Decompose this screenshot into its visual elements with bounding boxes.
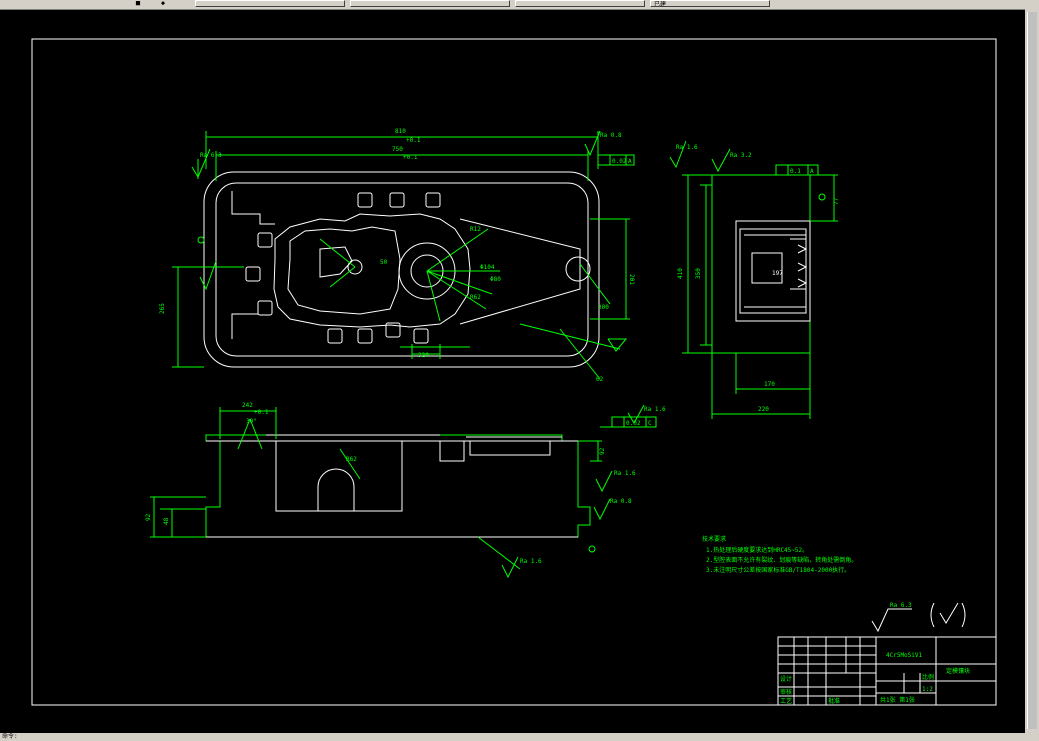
dim-300: 300 bbox=[598, 304, 609, 311]
dim-left-height: 265 bbox=[159, 303, 166, 314]
gdt-perp-small: 0.1 bbox=[790, 168, 801, 175]
taskbar-item-2[interactable] bbox=[350, 0, 510, 7]
dim-inner-width: 750 bbox=[392, 146, 403, 153]
dim-dia-b: Φ80 bbox=[490, 276, 501, 283]
roughness-section-4: Ra 1.6 bbox=[520, 558, 542, 565]
scrollbar-track[interactable] bbox=[1027, 12, 1037, 729]
gdt-flatness-top: 0.02 bbox=[612, 158, 627, 165]
taskbar: ■ ◆ 已建 bbox=[0, 0, 1039, 10]
notes-line-3: 3.未注明尺寸公差按国家标准GB/T1804-2000执行。 bbox=[706, 566, 850, 574]
dim-left-part: 48 bbox=[163, 517, 170, 525]
dim-right-a: 170 bbox=[764, 381, 775, 388]
folder-icon[interactable]: ■ bbox=[135, 0, 141, 7]
dim-height-inner: 350 bbox=[695, 268, 702, 279]
top-view bbox=[172, 130, 635, 380]
dim-dia-a: Φ104 bbox=[480, 264, 495, 271]
taskbar-item-1[interactable] bbox=[195, 0, 345, 7]
dim-angle: 30° bbox=[246, 418, 257, 425]
dim-tol-plus-3: +0.1 bbox=[254, 409, 269, 416]
gdt-datum-c: C bbox=[648, 420, 652, 427]
roughness-side-2: Ra 3.2 bbox=[730, 152, 752, 159]
notes-line-2: 2.型腔表面不允许有裂纹、划痕等缺陷，转角处需倒角。 bbox=[706, 556, 857, 564]
gdt-perp: 0.02 bbox=[626, 420, 641, 427]
dim-section-width: 242 bbox=[242, 402, 253, 409]
title-sheet: 共1张 第1张 bbox=[880, 696, 915, 704]
settings-icon[interactable]: ◆ bbox=[160, 0, 166, 7]
title-ratio: 1:2 bbox=[922, 686, 933, 693]
dim-tol-plus-1: +0.1 bbox=[406, 137, 421, 144]
dim-side-mid: 197 bbox=[772, 270, 783, 277]
cad-drawing-canvas[interactable]: 810 +0.1 750 +0.1 265 201 R12 Φ104 Φ80 R… bbox=[0, 9, 1025, 733]
dim-62: 62 bbox=[596, 376, 604, 383]
notes-line-1: 1.热处理后硬度要求达到HRC45~52。 bbox=[706, 546, 808, 554]
title-material: 4Cr5MoSiV1 bbox=[886, 652, 923, 659]
gdt-datum-a-top: A bbox=[628, 158, 632, 165]
title-scale-label: 比例 bbox=[922, 673, 934, 681]
side-view bbox=[669, 140, 838, 419]
vertical-scrollbar[interactable] bbox=[1025, 9, 1039, 733]
command-line[interactable]: 命令: bbox=[0, 733, 1039, 741]
title-process: 工艺 bbox=[780, 697, 792, 705]
dim-section-radius: R62 bbox=[346, 456, 357, 463]
title-approve: 批准 bbox=[828, 697, 840, 705]
drawing-border bbox=[31, 38, 997, 706]
dim-dim-50: 50 bbox=[380, 259, 388, 266]
roughness-top-left: Ra 6.3 bbox=[200, 152, 222, 159]
general-roughness-label: Ra 6.3 bbox=[890, 602, 912, 609]
title-block bbox=[777, 636, 997, 706]
title-part-name: 定模镶块 bbox=[946, 667, 970, 675]
roughness-section-1: Ra 1.6 bbox=[644, 406, 666, 413]
dim-right-b: 220 bbox=[758, 406, 769, 413]
dim-overall-width: 810 bbox=[395, 128, 406, 135]
gdt-datum-a-side: A bbox=[810, 168, 814, 175]
dim-right-top: 77 bbox=[833, 197, 840, 205]
dim-height-top: 410 bbox=[677, 268, 684, 279]
roughness-top-right: Ra 0.8 bbox=[600, 132, 622, 139]
title-checker: 审核 bbox=[780, 688, 792, 696]
taskbar-item-4[interactable]: 已建 bbox=[650, 0, 770, 7]
taskbar-item-3[interactable] bbox=[515, 0, 645, 7]
dim-tol-plus-2: +0.1 bbox=[403, 154, 418, 161]
dim-left-total: 92 bbox=[145, 513, 152, 521]
roughness-section-3: Ra 0.8 bbox=[610, 498, 632, 505]
roughness-section-2: Ra 1.6 bbox=[614, 470, 636, 477]
title-designer: 设计 bbox=[780, 675, 792, 683]
dim-radius: R62 bbox=[470, 294, 481, 301]
section-view bbox=[150, 404, 657, 579]
dim-r-small: R12 bbox=[470, 226, 481, 233]
general-roughness-symbol bbox=[871, 602, 966, 633]
dim-320: 320 bbox=[418, 352, 429, 359]
notes-title: 技术要求 bbox=[702, 535, 726, 543]
roughness-side-1: Ra 1.6 bbox=[676, 144, 698, 151]
dim-92b: 92 bbox=[599, 447, 606, 455]
dim-height-mid: 201 bbox=[628, 274, 635, 285]
